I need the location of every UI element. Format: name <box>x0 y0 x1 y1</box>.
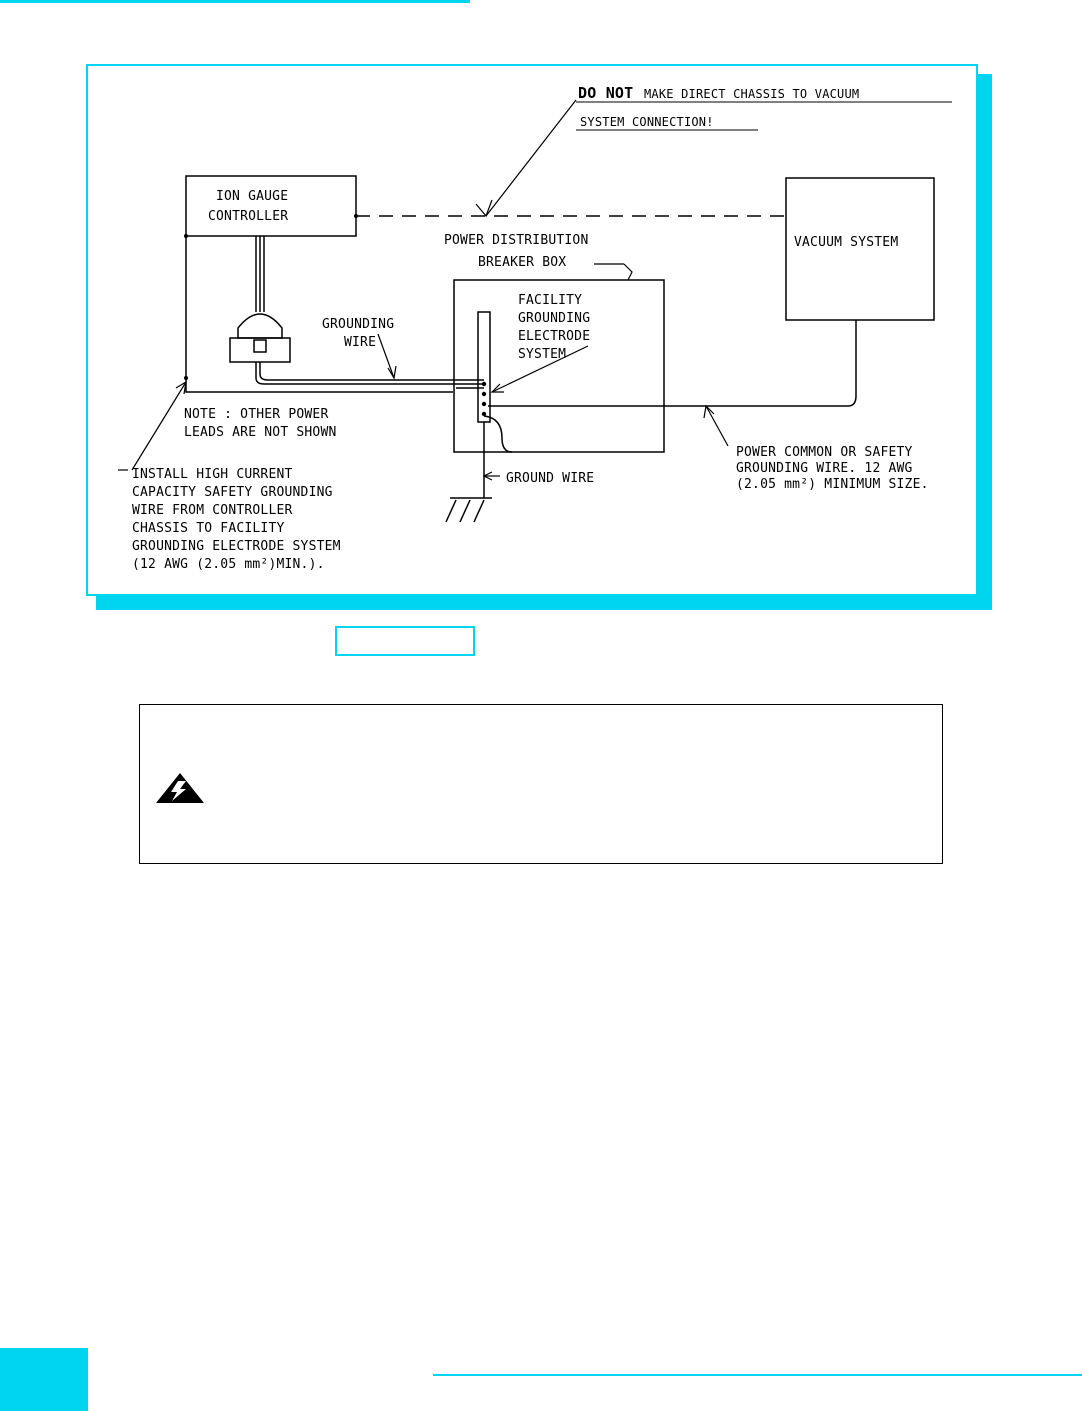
power-common-leader-arrow <box>705 405 729 447</box>
install-leader-arrow <box>131 381 187 471</box>
power-dist-label-1: POWER DISTRIBUTION <box>444 233 588 248</box>
electrostatic-warning-icon <box>156 773 204 803</box>
power-common-label-1: POWER COMMON OR SAFETY <box>736 445 913 460</box>
grounding-diagram-figure: ION GAUGE CONTROLLER VACUUM SYSTEM DO NO… <box>86 64 978 596</box>
plug <box>237 313 283 339</box>
install-label-3: WIRE FROM CONTROLLER <box>132 503 293 518</box>
warning-do-not: DO NOT <box>578 84 633 102</box>
facility-label-3: ELECTRODE <box>518 329 590 344</box>
grounding-wire-leader-arrow <box>377 333 395 379</box>
facility-label-2: GROUNDING <box>518 311 590 326</box>
facility-label-4: SYSTEM <box>518 347 566 362</box>
install-label-4: CHASSIS TO FACILITY <box>132 521 285 536</box>
install-label-1: INSTALL HIGH CURRENT <box>132 467 293 482</box>
install-label-2: CAPACITY SAFETY GROUNDING <box>132 485 333 500</box>
power-common-wire <box>488 320 857 407</box>
grounding-diagram: ION GAUGE CONTROLLER VACUUM SYSTEM DO NO… <box>118 84 952 572</box>
figure-caption-box <box>335 626 475 656</box>
ion-gauge-label-1: ION GAUGE <box>216 189 288 204</box>
chassis-ground-line <box>185 236 453 393</box>
grounding-wire-label-1: GROUNDING <box>322 317 394 332</box>
warning-leader-arrow <box>485 99 577 217</box>
note-label-2: LEADS ARE NOT SHOWN <box>184 425 337 440</box>
warning-line2: SYSTEM CONNECTION! <box>580 115 714 129</box>
ion-gauge-controller-box <box>185 175 357 237</box>
facility-label-1: FACILITY <box>518 293 582 308</box>
warning-rest: MAKE DIRECT CHASSIS TO VACUUM <box>644 87 859 101</box>
power-dist-label-2: BREAKER BOX <box>478 255 566 270</box>
power-common-label-2: GROUNDING WIRE. 12 AWG <box>736 461 913 476</box>
ground-wire-label: GROUND WIRE <box>506 471 594 486</box>
page-tab <box>0 1348 88 1411</box>
top-accent-rule <box>0 0 470 3</box>
vacuum-system-label: VACUUM SYSTEM <box>794 235 898 250</box>
ion-gauge-label-2: CONTROLLER <box>208 209 288 224</box>
install-label-6: (12 AWG (2.05 mm²)MIN.). <box>132 557 325 572</box>
grounding-wire-label-2: WIRE <box>344 335 376 350</box>
install-label-5: GROUNDING ELECTRODE SYSTEM <box>132 539 341 554</box>
breaker-box <box>453 279 665 453</box>
warning-box <box>139 704 943 864</box>
bottom-accent-rule <box>433 1374 1082 1376</box>
outlet <box>229 337 291 363</box>
note-label-1: NOTE : OTHER POWER <box>184 407 328 422</box>
facility-leader-arrow <box>491 345 589 393</box>
power-common-label-3: (2.05 mm²) MINIMUM SIZE. <box>736 477 929 492</box>
vacuum-system-box <box>785 177 935 321</box>
